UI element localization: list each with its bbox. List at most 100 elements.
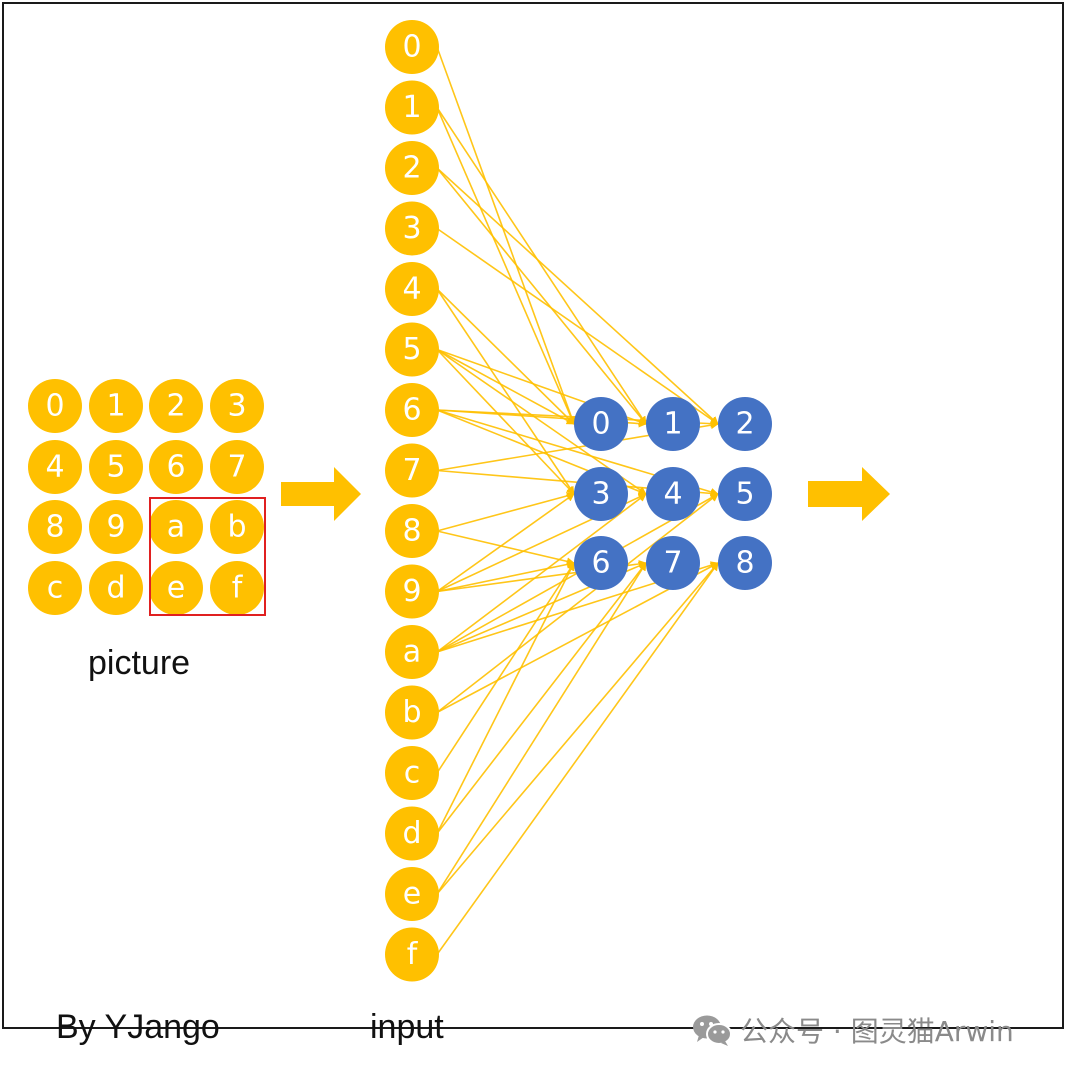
input-node-circle: [385, 685, 439, 740]
connection-b-to-5: [436, 493, 719, 714]
output-node-circle: [574, 467, 628, 521]
picture-cell-d: d: [89, 561, 143, 615]
input-node-c: c: [385, 746, 439, 800]
picture-cell-circle: [89, 561, 143, 615]
output-node-7: 7: [646, 536, 700, 590]
input-node-circle: [385, 80, 439, 135]
picture-cell-label: 5: [106, 450, 125, 485]
connection-8-to-3: [436, 492, 575, 532]
output-node-circle: [574, 536, 628, 590]
input-node-circle: [385, 201, 439, 256]
picture-cell-7: 7: [210, 440, 264, 494]
picture-cell-label: 0: [45, 389, 64, 424]
input-node-5: 5: [385, 322, 439, 377]
connection-e-to-8: [436, 562, 719, 895]
connection-1-to-0: [436, 107, 575, 425]
output-node-label: 6: [591, 546, 610, 581]
input-node-9: 9: [385, 564, 439, 619]
input-node-0: 0: [385, 20, 439, 74]
connection-5-to-3: [436, 348, 575, 495]
picture-cell-circle: [210, 561, 264, 615]
picture-cell-c: c: [28, 561, 82, 615]
input-node-1: 1: [385, 80, 439, 135]
picture-cell-label: 6: [166, 450, 185, 485]
connection-5-to-0: [436, 348, 575, 425]
connection-9-to-6: [436, 560, 575, 593]
output-node-0: 0: [574, 397, 628, 451]
output-node-6: 6: [574, 536, 628, 590]
connection-2-to-2: [436, 167, 719, 425]
input-node-f: f: [385, 927, 439, 982]
connection-f-to-8: [436, 562, 719, 955]
picture-to-input-arrow-icon: [281, 467, 361, 521]
input-node-circle: [385, 322, 439, 377]
picture-cell-circle: [149, 500, 203, 554]
output-node-label: 0: [591, 407, 610, 442]
input-node-circle: [385, 746, 439, 800]
picture-cell-e: e: [149, 561, 203, 615]
input-node-label: 8: [402, 514, 421, 549]
watermark-text: 公众号 · 图灵猫Arwin: [740, 1015, 1014, 1048]
picture-cell-circle: [28, 440, 82, 494]
connection-d-to-7: [436, 562, 647, 834]
picture-cell-circle: [149, 561, 203, 615]
input-node-3: 3: [385, 201, 439, 256]
picture-cell-9: 9: [89, 500, 143, 554]
input-node-circle: [385, 625, 439, 679]
input-node-d: d: [385, 806, 439, 861]
connection-2-to-1: [436, 167, 647, 425]
picture-cell-1: 1: [89, 379, 143, 433]
input-node-circle: [385, 443, 439, 498]
input-node-8: 8: [385, 504, 439, 558]
connection-9-to-3: [436, 493, 575, 593]
output-node-label: 2: [735, 407, 754, 442]
input-node-label: 9: [402, 574, 421, 609]
picture-cell-label: d: [106, 571, 125, 606]
picture-cell-2: 2: [149, 379, 203, 433]
output-node-label: 8: [735, 546, 754, 581]
input-node-label: e: [403, 877, 421, 912]
input-node-label: f: [407, 937, 419, 972]
input-node-label: b: [402, 695, 421, 730]
credit-text: By YJango: [56, 1008, 220, 1046]
connection-4-to-3: [436, 288, 575, 495]
wechat-icon: [693, 1015, 732, 1046]
connection-1-to-1: [436, 107, 647, 425]
output-node-4: 4: [646, 467, 700, 521]
output-node-label: 3: [591, 477, 610, 512]
picture-cell-circle: [210, 500, 264, 554]
input-node-circle: [385, 383, 439, 437]
picture-caption: picture: [88, 644, 191, 682]
picture-cell-label: 1: [106, 389, 125, 424]
connection-c-to-6: [436, 562, 575, 774]
input-node-2: 2: [385, 141, 439, 195]
input-node-circle: [385, 20, 439, 74]
connection-e-to-7: [436, 562, 647, 895]
receptive-field-highlight: [149, 497, 266, 616]
picture-cell-circle: [89, 379, 143, 433]
picture-cell-label: f: [232, 571, 244, 606]
picture-cell-4: 4: [28, 440, 82, 494]
picture-cell-5: 5: [89, 440, 143, 494]
output-node-circle: [718, 467, 772, 521]
output-node-circle: [646, 397, 700, 451]
output-node-2: 2: [718, 397, 772, 451]
picture-cell-circle: [149, 379, 203, 433]
input-node-circle: [385, 927, 439, 982]
output-node-label: 1: [663, 407, 682, 442]
output-arrow-icon: [808, 467, 890, 521]
input-node-label: 5: [402, 332, 421, 367]
input-node-label: a: [403, 635, 421, 670]
output-node-circle: [718, 536, 772, 590]
connection-a-to-4: [436, 493, 647, 653]
picture-cell-circle: [28, 500, 82, 554]
picture-cell-f: f: [210, 561, 264, 615]
input-node-7: 7: [385, 443, 439, 498]
connection-3-to-2: [436, 227, 719, 425]
picture-cell-circle: [210, 379, 264, 433]
input-node-circle: [385, 141, 439, 195]
